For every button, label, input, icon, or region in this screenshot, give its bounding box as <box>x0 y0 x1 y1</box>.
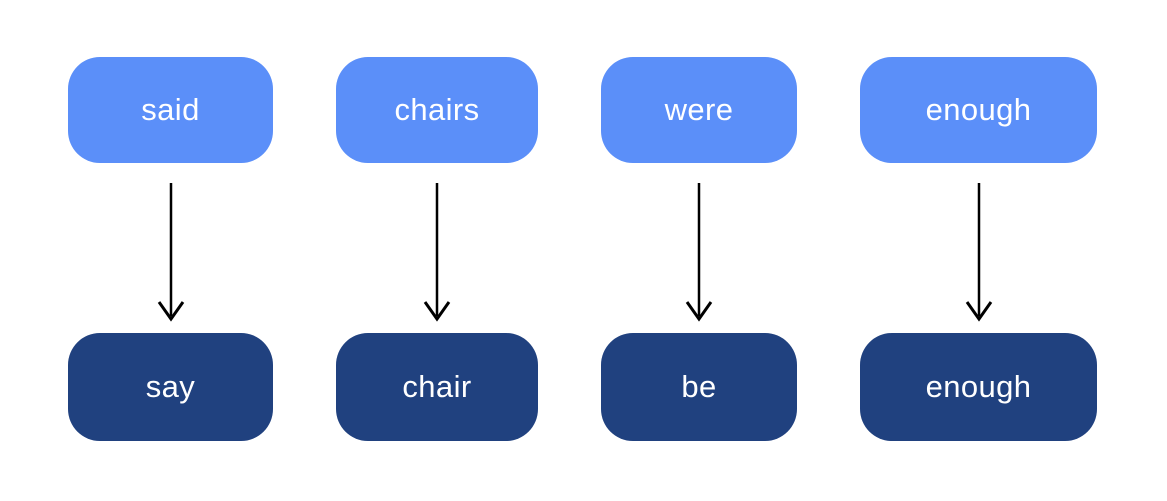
source-word-box: said <box>68 57 273 163</box>
down-arrow-icon <box>154 163 188 333</box>
source-word-box: were <box>601 57 797 163</box>
word-pair-column: were be <box>601 57 797 441</box>
down-arrow-icon <box>682 163 716 333</box>
word-pair-column: chairs chair <box>336 57 538 441</box>
word-pair-column: said say <box>68 57 273 441</box>
word-pair-columns: said say chairs chair were <box>68 57 1097 441</box>
source-word-box: chairs <box>336 57 538 163</box>
word-pair-column: enough enough <box>860 57 1097 441</box>
down-arrow-icon <box>420 163 454 333</box>
lemma-word-box: be <box>601 333 797 441</box>
source-word-box: enough <box>860 57 1097 163</box>
lemma-word-box: chair <box>336 333 538 441</box>
lemma-word-box: say <box>68 333 273 441</box>
down-arrow-icon <box>962 163 996 333</box>
lemma-word-box: enough <box>860 333 1097 441</box>
